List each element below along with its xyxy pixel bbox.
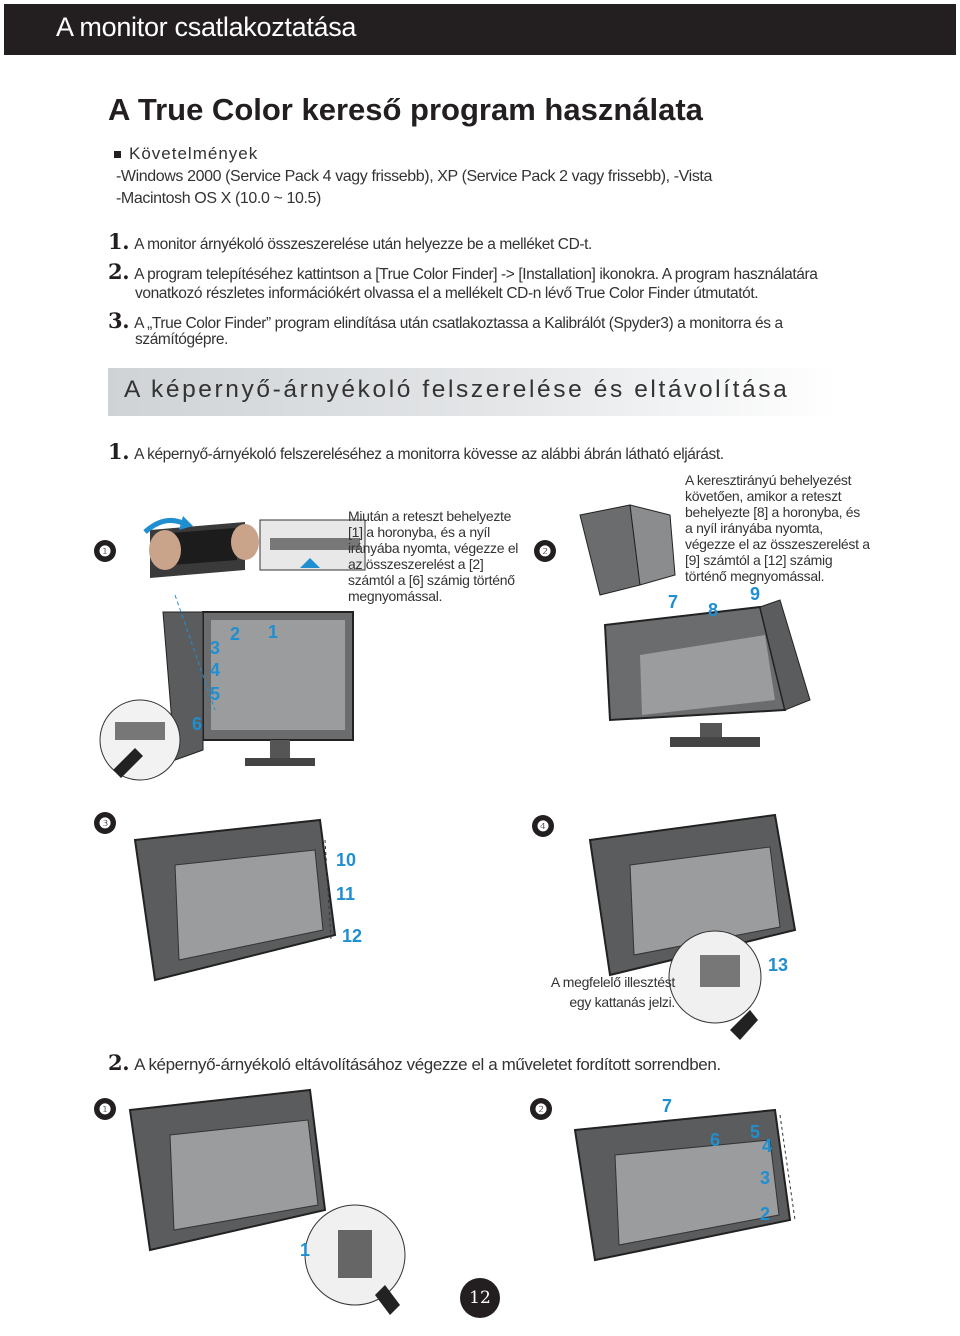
requirements-heading: Követelmények [114,144,258,164]
remove-instruction: 2.A képernyő-árnyékoló eltávolításához v… [108,1050,721,1075]
marker-9: 9 [750,584,761,604]
install-instruction: 1.A képernyő-árnyékoló felszereléséhez a… [108,439,724,464]
header-title: A monitor csatlakoztatása [56,12,357,42]
figure-4-illustration [588,813,797,1040]
remove-marker-5: 5 [750,1122,761,1142]
marker-2: 2 [230,624,241,644]
remove-marker-7: 7 [662,1096,673,1116]
marker-6: 6 [192,714,203,734]
figure-label-4: ❹ [532,815,554,837]
step-2-cont: vonatkozó részletes információkért olvas… [135,285,759,302]
remove-marker-1: 1 [300,1240,311,1260]
remove-marker-2: 2 [760,1204,771,1224]
step-3-cont: számítógépre. [135,331,229,348]
remove-marker-6: 6 [710,1130,721,1150]
marker-12: 12 [342,926,363,946]
figure-label-1: ❶ [94,540,116,562]
figure-3-illustration [133,818,337,982]
bullet-icon [114,151,121,159]
remove-figure-label-2: ❷ [530,1098,552,1120]
section-title: A képernyő-árnyékoló felszerelése és elt… [124,376,790,403]
figure-2-illustration [579,504,811,747]
step-3: 3.A „True Color Finder” program elindítá… [108,308,783,333]
marker-1: 1 [268,622,279,642]
marker-7: 7 [668,592,679,612]
marker-8: 8 [708,600,719,620]
requirements-line-2: -Macintosh OS X (10.0 ~ 10.5) [116,190,321,207]
marker-5: 5 [210,684,221,704]
marker-11: 11 [336,884,356,904]
page-title: A True Color kereső program használata [108,92,703,127]
remove-figure-1-illustration [128,1088,406,1315]
page-number: 12 [460,1278,500,1318]
step-1: 1.A monitor árnyékoló összeszerelése utá… [108,229,592,254]
marker-13: 13 [768,955,789,975]
remove-marker-3: 3 [760,1168,771,1188]
requirements-line-1: -Windows 2000 (Service Pack 4 vagy friss… [116,168,712,185]
step-2: 2.A program telepítéséhez kattintson a [… [108,259,818,284]
figure-label-2: ❷ [534,540,556,562]
header-bar [4,4,956,55]
figure-1-illustration [99,516,366,781]
marker-4: 4 [210,660,221,680]
remove-figure-label-1: ❶ [94,1098,116,1120]
marker-3: 3 [210,638,221,658]
remove-marker-4: 4 [762,1136,773,1156]
figure-label-3: ❸ [94,812,116,834]
callout-1: Miután a reteszt behelyezte[1] a horonyb… [348,508,519,604]
remove-figure-2-illustration [573,1108,796,1262]
marker-10: 10 [336,850,357,870]
section-band [108,368,838,416]
